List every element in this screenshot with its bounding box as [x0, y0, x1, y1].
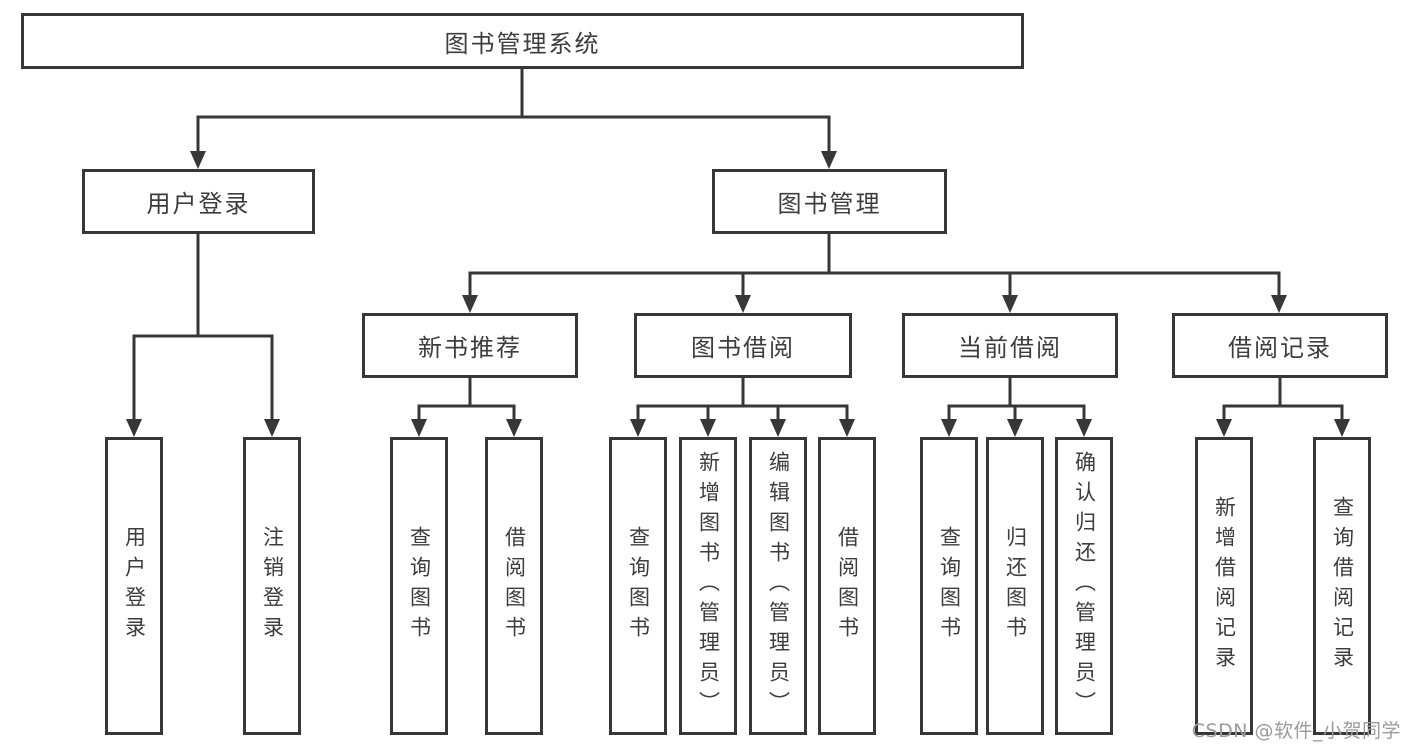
leaf-label: 查询图书	[626, 526, 651, 646]
node-user-login: 用户登录	[82, 169, 315, 234]
node-label: 图书管理系统	[444, 29, 601, 58]
node-book-borrowing: 图书借阅	[634, 313, 852, 378]
leaf-label: 用户登录	[122, 526, 147, 646]
leaf-return-books: 归还图书	[986, 437, 1044, 735]
leaf-label: 归还图书	[1003, 526, 1028, 646]
leaf-edit-books-admin: 编辑图书（管理员）	[749, 437, 807, 735]
leaf-label: 查询借阅记录	[1330, 496, 1355, 676]
node-current-borrowing: 当前借阅	[902, 313, 1118, 378]
node-label: 图书借阅	[691, 334, 795, 362]
leaf-logout: 注销登录	[243, 437, 301, 735]
leaf-borrow-books-recommend: 借阅图书	[485, 437, 543, 735]
leaf-label: 新增借阅记录	[1212, 496, 1237, 676]
leaf-label: 确认归还（管理员）	[1072, 451, 1097, 721]
node-library-management-system: 图书管理系统	[21, 13, 1024, 69]
leaf-user-login: 用户登录	[105, 437, 163, 735]
node-label: 当前借阅	[958, 334, 1062, 362]
leaf-borrow-books: 借阅图书	[818, 437, 876, 735]
leaf-label: 查询图书	[937, 526, 962, 646]
leaf-label: 借阅图书	[835, 526, 860, 646]
arrow-shafts	[132, 117, 1344, 423]
leaf-label: 编辑图书（管理员）	[766, 451, 791, 721]
node-label: 图书管理	[777, 190, 882, 218]
leaf-query-books-current: 查询图书	[920, 437, 978, 735]
node-label: 借阅记录	[1228, 334, 1332, 362]
leaf-query-books-recommend: 查询图书	[390, 437, 448, 735]
node-new-book-recommendation: 新书推荐	[362, 313, 578, 378]
arrowheads	[126, 151, 1350, 437]
leaf-label: 新增图书（管理员）	[696, 451, 721, 721]
leaf-label: 查询图书	[407, 526, 432, 646]
leaf-query-borrow-record: 查询借阅记录	[1313, 437, 1371, 735]
leaf-label: 借阅图书	[502, 526, 527, 646]
leaf-confirm-return-admin: 确认归还（管理员）	[1055, 437, 1113, 735]
leaf-add-books-admin: 新增图书（管理员）	[679, 437, 737, 735]
node-borrowing-records: 借阅记录	[1172, 313, 1388, 378]
csdn-watermark: CSDN @软件_小贺同学	[1191, 720, 1401, 742]
leaf-query-books-borrow: 查询图书	[609, 437, 667, 735]
node-book-management: 图书管理	[712, 169, 947, 234]
node-label: 新书推荐	[418, 334, 522, 362]
node-label: 用户登录	[146, 190, 251, 218]
leaf-add-borrow-record: 新增借阅记录	[1195, 437, 1253, 735]
branch-lines	[132, 67, 1344, 408]
leaf-label: 注销登录	[260, 526, 285, 646]
